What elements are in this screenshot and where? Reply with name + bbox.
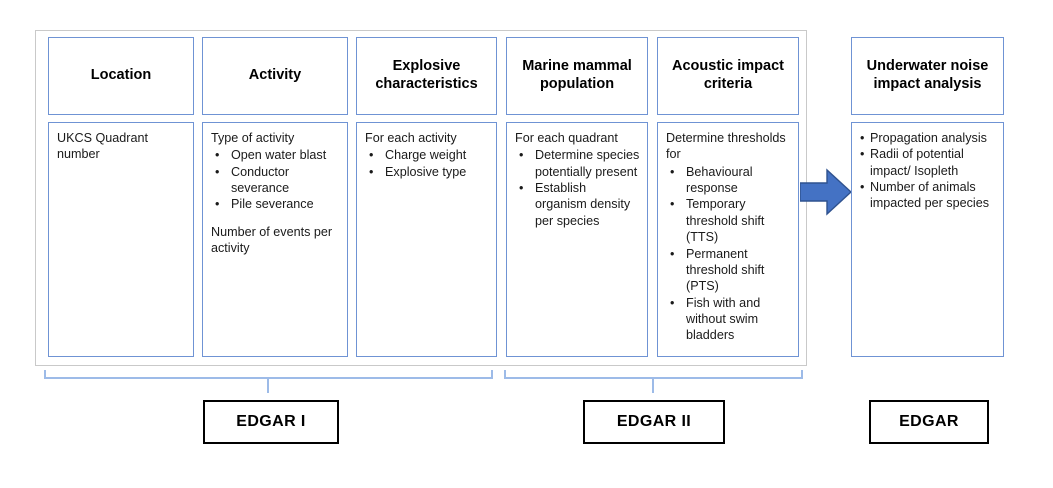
label-edgar-2-text: EDGAR II [616,413,692,430]
column-header-explosive-characteristics-text: Explosive characteristics [375,58,478,92]
output-bullet-list: Propagation analysis Radii of potential … [860,130,997,212]
activity-bullet-list: Open water blast Conductor severance Pil… [211,147,341,213]
right-arrow-icon [799,168,853,216]
output-header-underwater-noise-impact-analysis: Underwater noise impact analysis [851,37,1004,115]
output-header-text: Underwater noise impact analysis [866,58,989,92]
label-edgar-1-text: EDGAR I [236,413,306,430]
explosive-bullet-list: Charge weight Explosive type [365,147,490,180]
list-item: Open water blast [211,147,341,164]
column-header-activity: Activity [202,37,348,115]
column-header-acoustic-impact-criteria: Acoustic impact criteria [657,37,799,115]
list-item: Number of animals impacted per species [860,179,997,212]
acoustic-lead-text: Determine thresholds for [666,131,786,162]
column-header-explosive-characteristics: Explosive characteristics [356,37,497,115]
list-item: Pile severance [211,196,341,213]
list-item: Conductor severance [211,164,341,197]
marine-lead-text: For each quadrant [515,131,618,145]
column-header-marine-mammal-population-text: Marine mammal population [522,58,632,92]
explosive-lead-text: For each activity [365,131,457,145]
location-lead-text: UKCS Quadrant number [57,131,148,162]
column-header-location-text: Location [90,67,152,84]
bracket-edgar-2 [500,368,810,404]
list-item: Permanent threshold shift (PTS) [666,246,792,295]
column-body-explosive-characteristics: For each activity Charge weight Explosiv… [356,122,497,357]
column-header-activity-text: Activity [248,67,302,84]
column-header-location: Location [48,37,194,115]
list-item: Explosive type [365,164,490,181]
list-item: Behavioural response [666,164,792,197]
list-item: Fish with and without swim bladders [666,295,792,344]
marine-bullet-list: Determine species potentially present Es… [515,147,641,229]
acoustic-bullet-list: Behavioural response Temporary threshold… [666,164,792,344]
column-body-marine-mammal-population: For each quadrant Determine species pote… [506,122,648,357]
label-edgar-text: EDGAR [899,413,959,430]
activity-trailing-text: Number of events per activity [211,224,333,256]
list-item: Radii of potential impact/ Isopleth [860,146,997,179]
list-item: Charge weight [365,147,490,164]
activity-lead-text: Type of activity [211,131,295,145]
label-edgar-1: EDGAR I [203,400,339,444]
list-item: Determine species potentially present [515,147,641,180]
column-header-marine-mammal-population: Marine mammal population [506,37,648,115]
column-body-acoustic-impact-criteria: Determine thresholds for Behavioural res… [657,122,799,357]
output-body-underwater-noise-impact-analysis: Propagation analysis Radii of potential … [851,122,1004,357]
bracket-edgar-1 [40,368,500,404]
label-edgar-2: EDGAR II [583,400,725,444]
label-edgar: EDGAR [869,400,989,444]
column-header-acoustic-impact-criteria-text: Acoustic impact criteria [672,58,784,92]
list-item: Propagation analysis [860,130,997,147]
list-item: Establish organism density per species [515,180,641,229]
column-body-location: UKCS Quadrant number [48,122,194,357]
column-body-activity: Type of activity Open water blast Conduc… [202,122,348,357]
list-item: Temporary threshold shift (TTS) [666,196,792,245]
